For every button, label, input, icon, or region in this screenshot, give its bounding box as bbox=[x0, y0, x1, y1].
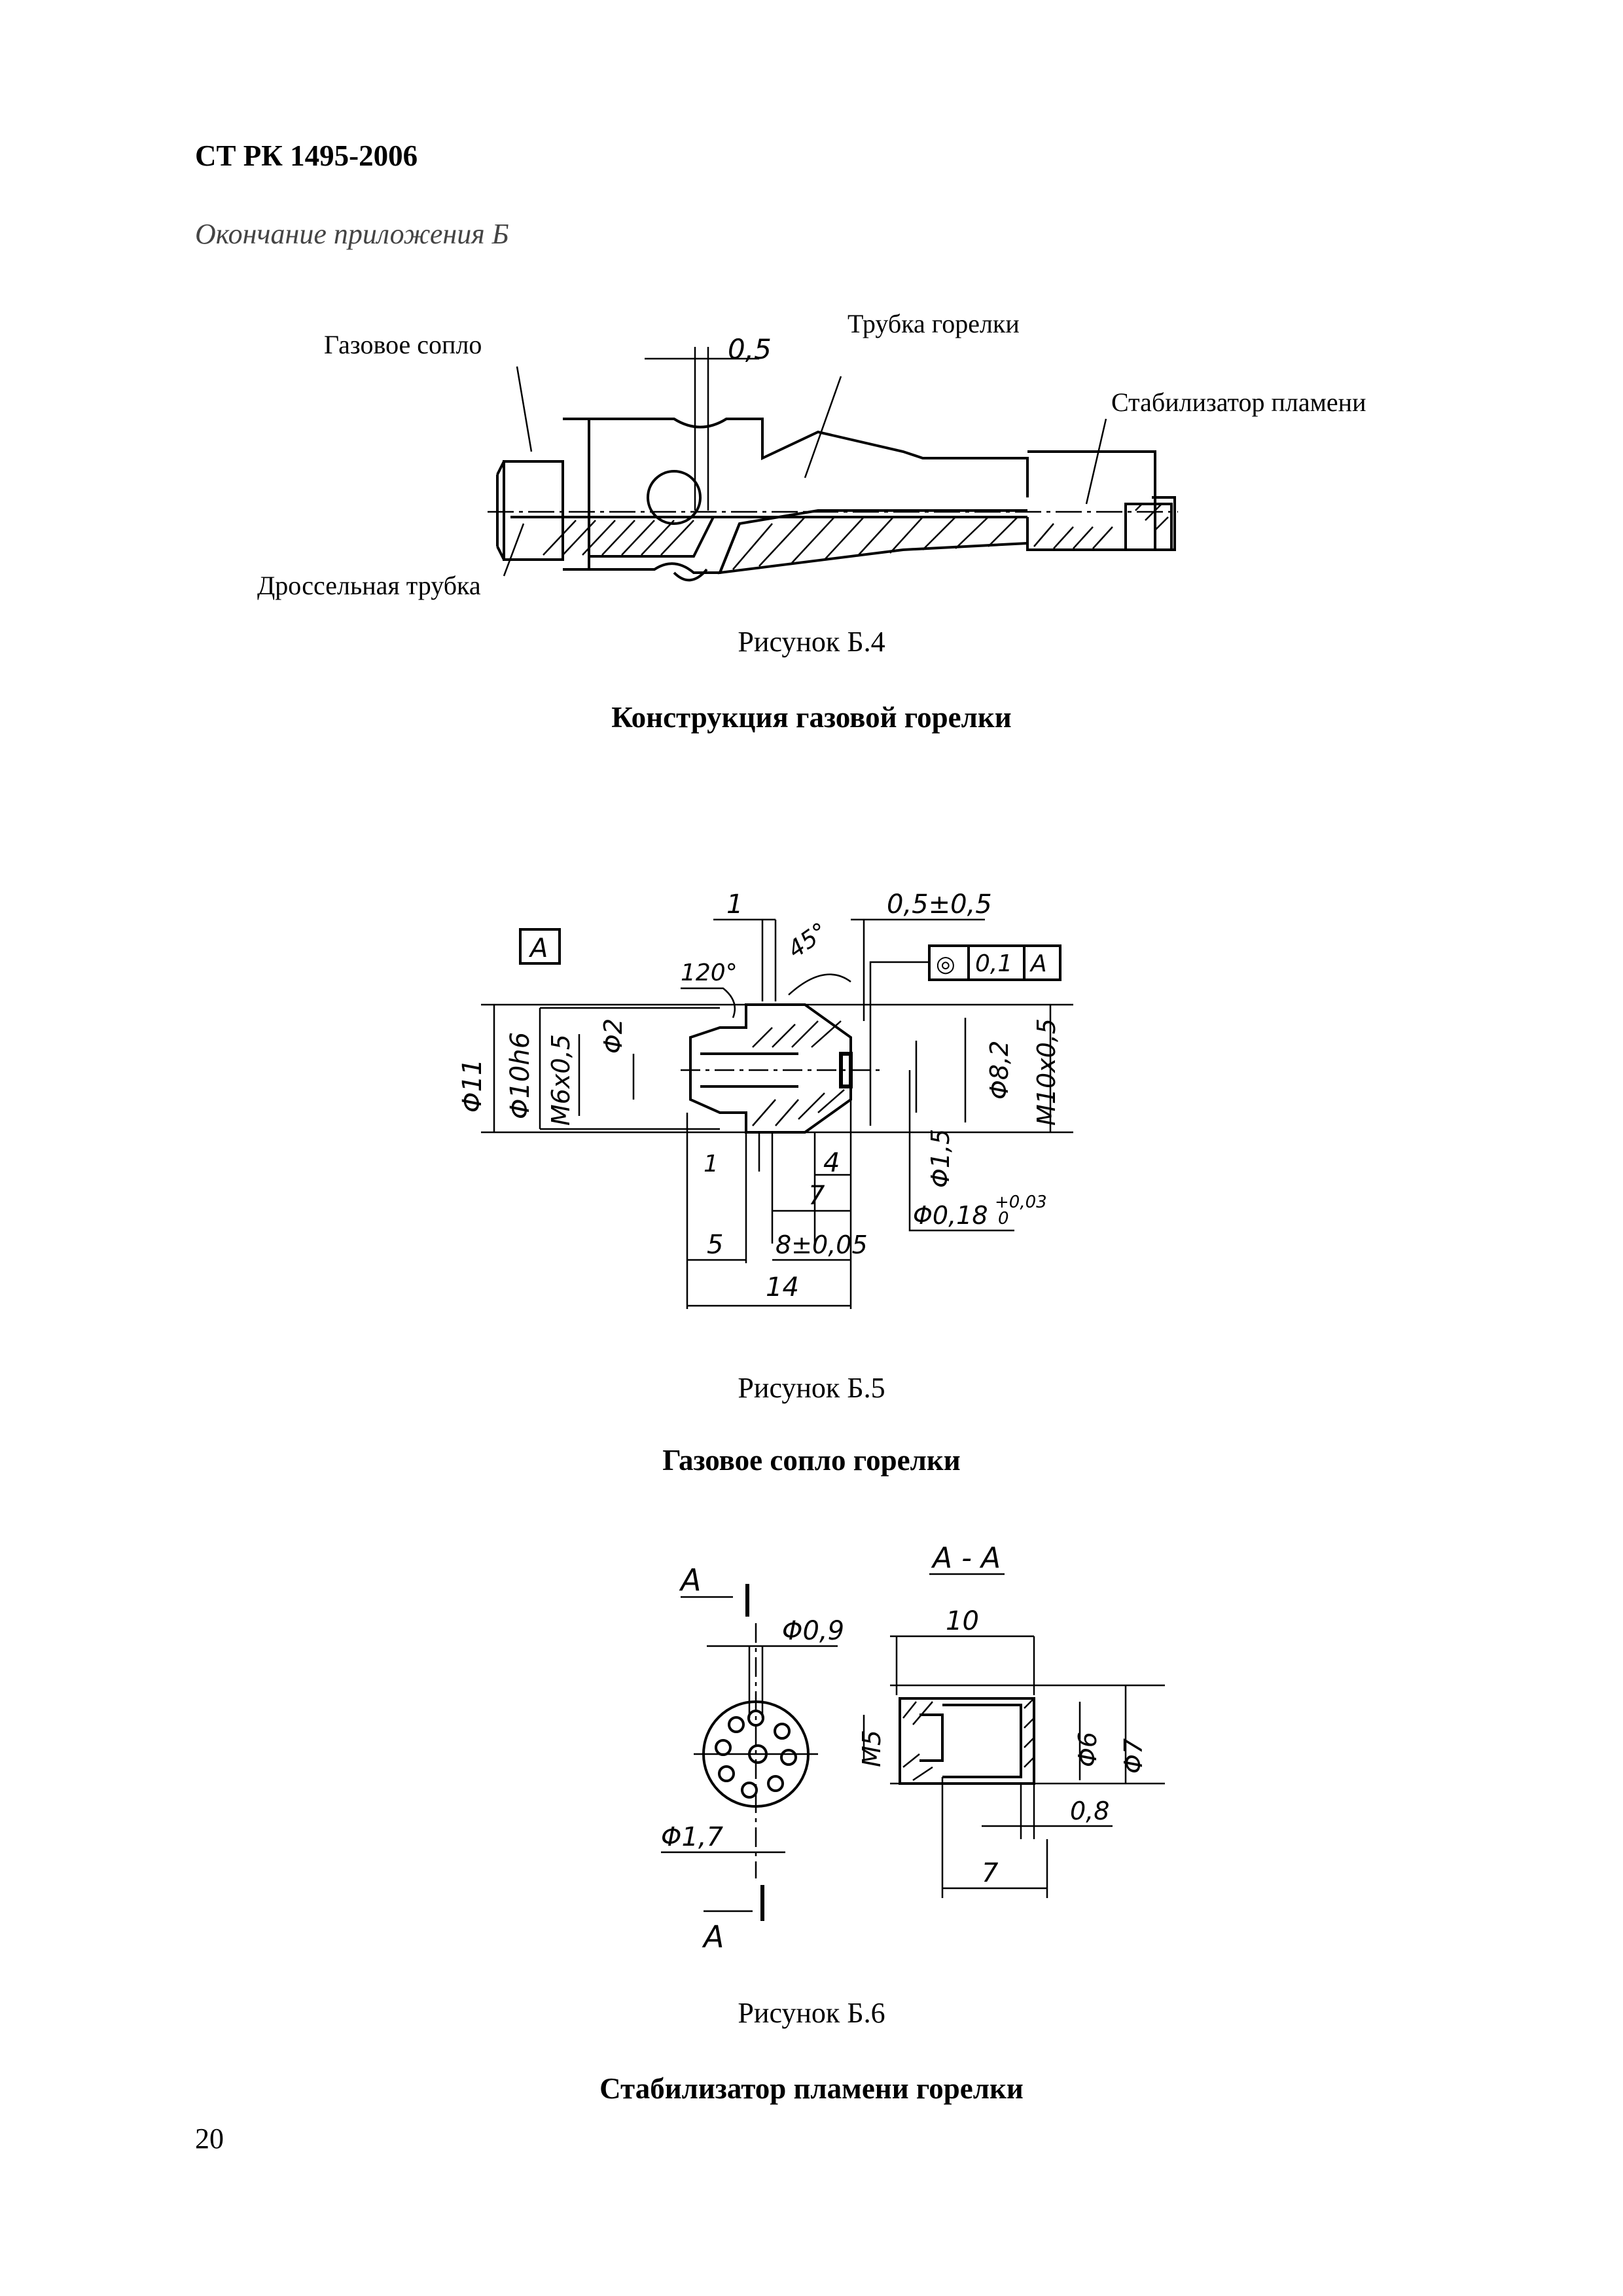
dim-gap-0-5: 0,5 bbox=[728, 333, 772, 365]
label-flame-stabilizer: Стабилизатор пламени bbox=[1111, 387, 1366, 417]
section-title: A - A bbox=[931, 1541, 1001, 1575]
datum-a-box bbox=[519, 928, 561, 965]
label-throttle-tube: Дроссельная трубка bbox=[257, 571, 481, 600]
appendix-subtitle: Окончание приложения Б bbox=[195, 218, 509, 250]
label-gas-nozzle: Газовое сопло bbox=[324, 330, 482, 359]
figure-b6-title: Стабилизатор пламени горелки bbox=[599, 2072, 1024, 2105]
figure-b5-caption: Рисунок Б.5 bbox=[738, 1372, 885, 1404]
dim-7-side: 7 bbox=[982, 1858, 999, 1888]
dim-10: 10 bbox=[946, 1606, 979, 1636]
dim-d7: Φ7 bbox=[1119, 1738, 1148, 1774]
figure-b4-caption: Рисунок Б.4 bbox=[738, 626, 885, 658]
dim-14: 14 bbox=[766, 1272, 799, 1302]
figure-b4-title: Конструкция газовой горелки bbox=[611, 701, 1012, 734]
dim-m6: M6x0,5 bbox=[546, 1034, 575, 1126]
tolerance-datum: A bbox=[1029, 950, 1047, 977]
dim-d6: Φ6 bbox=[1073, 1732, 1102, 1767]
dim-4: 4 bbox=[823, 1148, 840, 1178]
dim-d11: Φ11 bbox=[457, 1059, 488, 1113]
dim-1-top: 1 bbox=[726, 889, 743, 920]
dim-7: 7 bbox=[808, 1181, 825, 1211]
dim-m10: M10x0,5 bbox=[1032, 1018, 1061, 1126]
dim-d2: Φ2 bbox=[599, 1018, 628, 1054]
dim-d10h6: Φ10h6 bbox=[505, 1032, 535, 1119]
datum-a: A bbox=[528, 933, 548, 963]
document-code: СТ РК 1495-2006 bbox=[195, 139, 418, 172]
tolerance-value: 0,1 bbox=[975, 950, 1012, 977]
section-mark-bottom: A bbox=[702, 1919, 724, 1954]
dim-0-8: 0,8 bbox=[1070, 1797, 1109, 1825]
dim-hole-d: Φ0,9 bbox=[782, 1616, 844, 1646]
label-burner-tube: Трубка горелки bbox=[847, 309, 1020, 338]
dim-d0-18-lower: 0 bbox=[998, 1209, 1009, 1229]
section-mark-top: A bbox=[679, 1562, 701, 1598]
dim-circle-d: Φ1,7 bbox=[661, 1822, 724, 1852]
dim-d0-18-upper: +0,03 bbox=[995, 1193, 1047, 1212]
page-number: 20 bbox=[195, 2123, 224, 2155]
dim-d0-18: Φ0,18 bbox=[913, 1201, 988, 1230]
dim-1-bottom: 1 bbox=[704, 1151, 719, 1177]
dim-m5: M5 bbox=[857, 1730, 886, 1767]
concentricity-symbol: ◎ bbox=[936, 951, 955, 977]
dim-5: 5 bbox=[707, 1230, 723, 1260]
dim-chamfer-gap: 0,5±0,5 bbox=[887, 889, 992, 920]
dim-d1-5: Φ1,5 bbox=[926, 1129, 955, 1188]
stabilizer-section-view bbox=[899, 1697, 1035, 1785]
figure-b6-caption: Рисунок Б.6 bbox=[738, 1997, 885, 2029]
dim-8: 8±0,05 bbox=[776, 1230, 868, 1259]
dim-d8-2: Φ8,2 bbox=[985, 1041, 1014, 1100]
dim-angle-120: 120° bbox=[681, 960, 738, 986]
figure-b5-title: Газовое сопло горелки bbox=[662, 1444, 961, 1477]
